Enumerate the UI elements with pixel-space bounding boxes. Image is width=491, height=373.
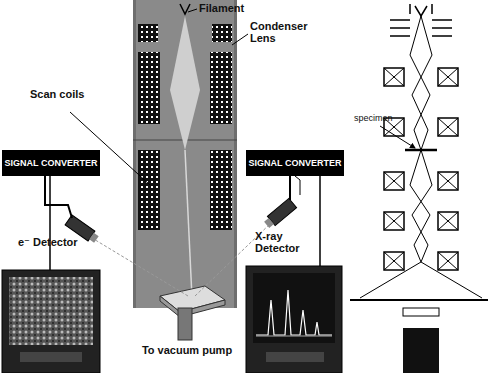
- condenser-coil: [210, 52, 232, 124]
- signal-converter: SIGNAL CONVERTER: [246, 150, 344, 176]
- scan-coil: [210, 150, 232, 230]
- cable: [289, 176, 291, 200]
- vacuum-pipe: [178, 308, 192, 340]
- camera: [403, 328, 439, 373]
- part-label: Filament: [199, 2, 269, 14]
- tem-column: [350, 4, 488, 316]
- electron-beam: [170, 16, 200, 150]
- box-title: SIGNAL CONVERTER: [249, 158, 342, 168]
- signal-converter: SIGNAL CONVERTER: [2, 150, 100, 176]
- scan-coil: [138, 150, 160, 230]
- xray-detector: [263, 198, 297, 229]
- part-label: Scan coils: [30, 88, 90, 100]
- part-label: Condenser Lens: [250, 20, 330, 44]
- image-monitor: [2, 270, 100, 373]
- part-label: To vacuum pump: [132, 344, 242, 356]
- filament: [180, 4, 190, 14]
- specimen-pointer: [380, 126, 415, 148]
- condenser-coil: [138, 52, 160, 124]
- part-label: e⁻ Detector: [18, 236, 80, 248]
- cable: [45, 176, 72, 218]
- part-label: X-ray Detector: [255, 230, 311, 254]
- column: [133, 0, 237, 308]
- box-title: SIGNAL CONVERTER: [5, 158, 98, 168]
- part-label: specimen: [354, 112, 414, 124]
- spectrum-monitor: [246, 266, 342, 373]
